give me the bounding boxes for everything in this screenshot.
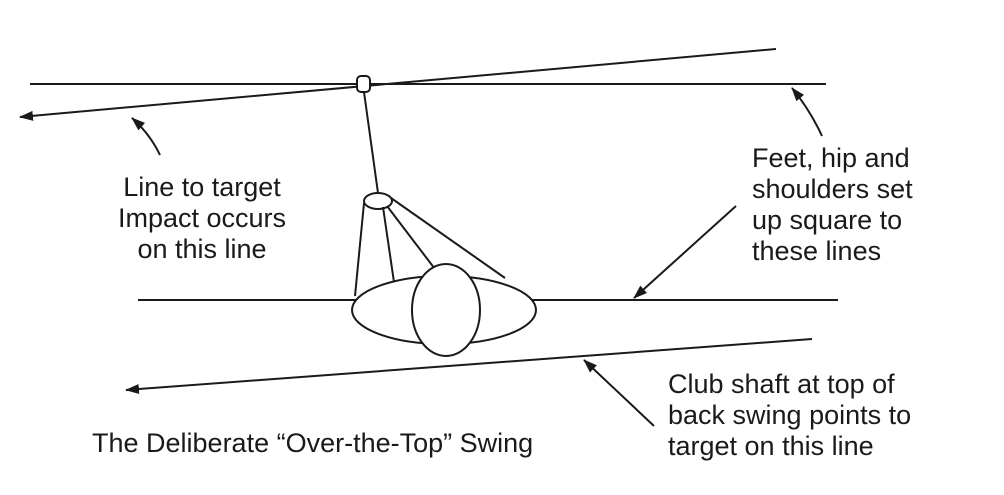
pointer-arrow-upper-line — [791, 87, 823, 137]
arm-right-lower — [386, 205, 439, 274]
label-line: target on this line — [668, 431, 874, 461]
label-line: back swing points to — [668, 400, 912, 430]
pointer-arrow-shaft-line — [583, 359, 655, 427]
label-line: shoulders set — [752, 174, 913, 204]
target-line — [19, 48, 777, 121]
club-shaft — [363, 91, 379, 194]
arm-right-upper — [390, 197, 506, 279]
pointer-arrow-target-line — [131, 117, 161, 156]
club-head — [356, 75, 371, 93]
arm-left-outer — [354, 202, 365, 297]
feet-hip-shoulders-label: Feet, hip and shoulders set up square to… — [752, 143, 913, 267]
label-line: up square to — [752, 205, 903, 235]
club-shaft-label: Club shaft at top of back swing points t… — [668, 369, 911, 462]
label-line: Feet, hip and — [752, 143, 910, 173]
label-line: on this line — [137, 234, 267, 264]
head — [411, 263, 481, 357]
label-line: Line to target — [123, 172, 281, 202]
label-line: these lines — [752, 236, 882, 266]
label-line: Club shaft at top of — [668, 369, 895, 399]
label-line: Impact occurs — [117, 203, 287, 233]
arm-left-inner — [382, 206, 396, 290]
pointer-arrow-lower-line — [633, 205, 737, 299]
line-to-target-label: Line to target Impact occurs on this lin… — [92, 172, 312, 265]
diagram-title: The Deliberate “Over-the-Top” Swing — [92, 428, 534, 458]
hands — [363, 192, 393, 210]
club-shaft-line — [125, 338, 813, 395]
